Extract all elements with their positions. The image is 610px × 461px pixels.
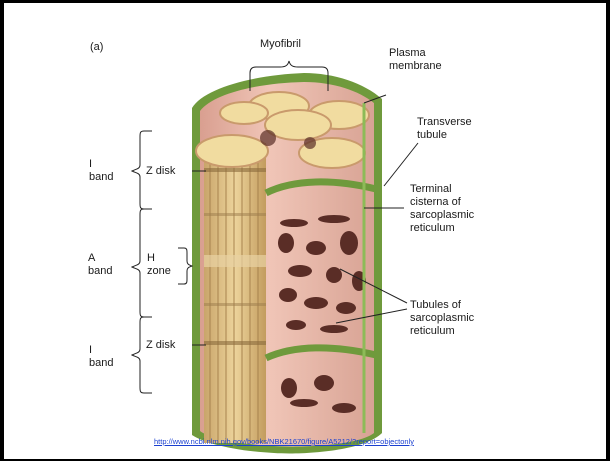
label-z-disk-bottom: Z disk (146, 339, 175, 352)
label-plasma-membrane: Plasma membrane (389, 47, 442, 73)
label-transverse-tubule: Transverse tubule (417, 116, 472, 142)
panel-label: (a) (90, 41, 103, 54)
label-terminal-cisterna: Terminal cisterna of sarcoplasmic reticu… (410, 183, 474, 235)
label-i-band-top: I band (89, 158, 113, 184)
myofibril-striations (204, 143, 266, 443)
source-link[interactable]: http://www.ncbi.nlm.nih.gov/books/NBK216… (154, 437, 414, 446)
label-h-zone: H zone (147, 252, 171, 278)
label-myofibril: Myofibril (260, 38, 301, 51)
slide: (a) Myofibril Plasma membrane Transverse… (4, 3, 606, 459)
label-a-band: A band (88, 252, 112, 278)
label-tubules-sr: Tubules of sarcoplasmic reticulum (410, 299, 474, 338)
label-z-disk-top: Z disk (146, 165, 175, 178)
label-i-band-bottom: I band (89, 344, 113, 370)
muscle-fiber-diagram (4, 3, 606, 459)
